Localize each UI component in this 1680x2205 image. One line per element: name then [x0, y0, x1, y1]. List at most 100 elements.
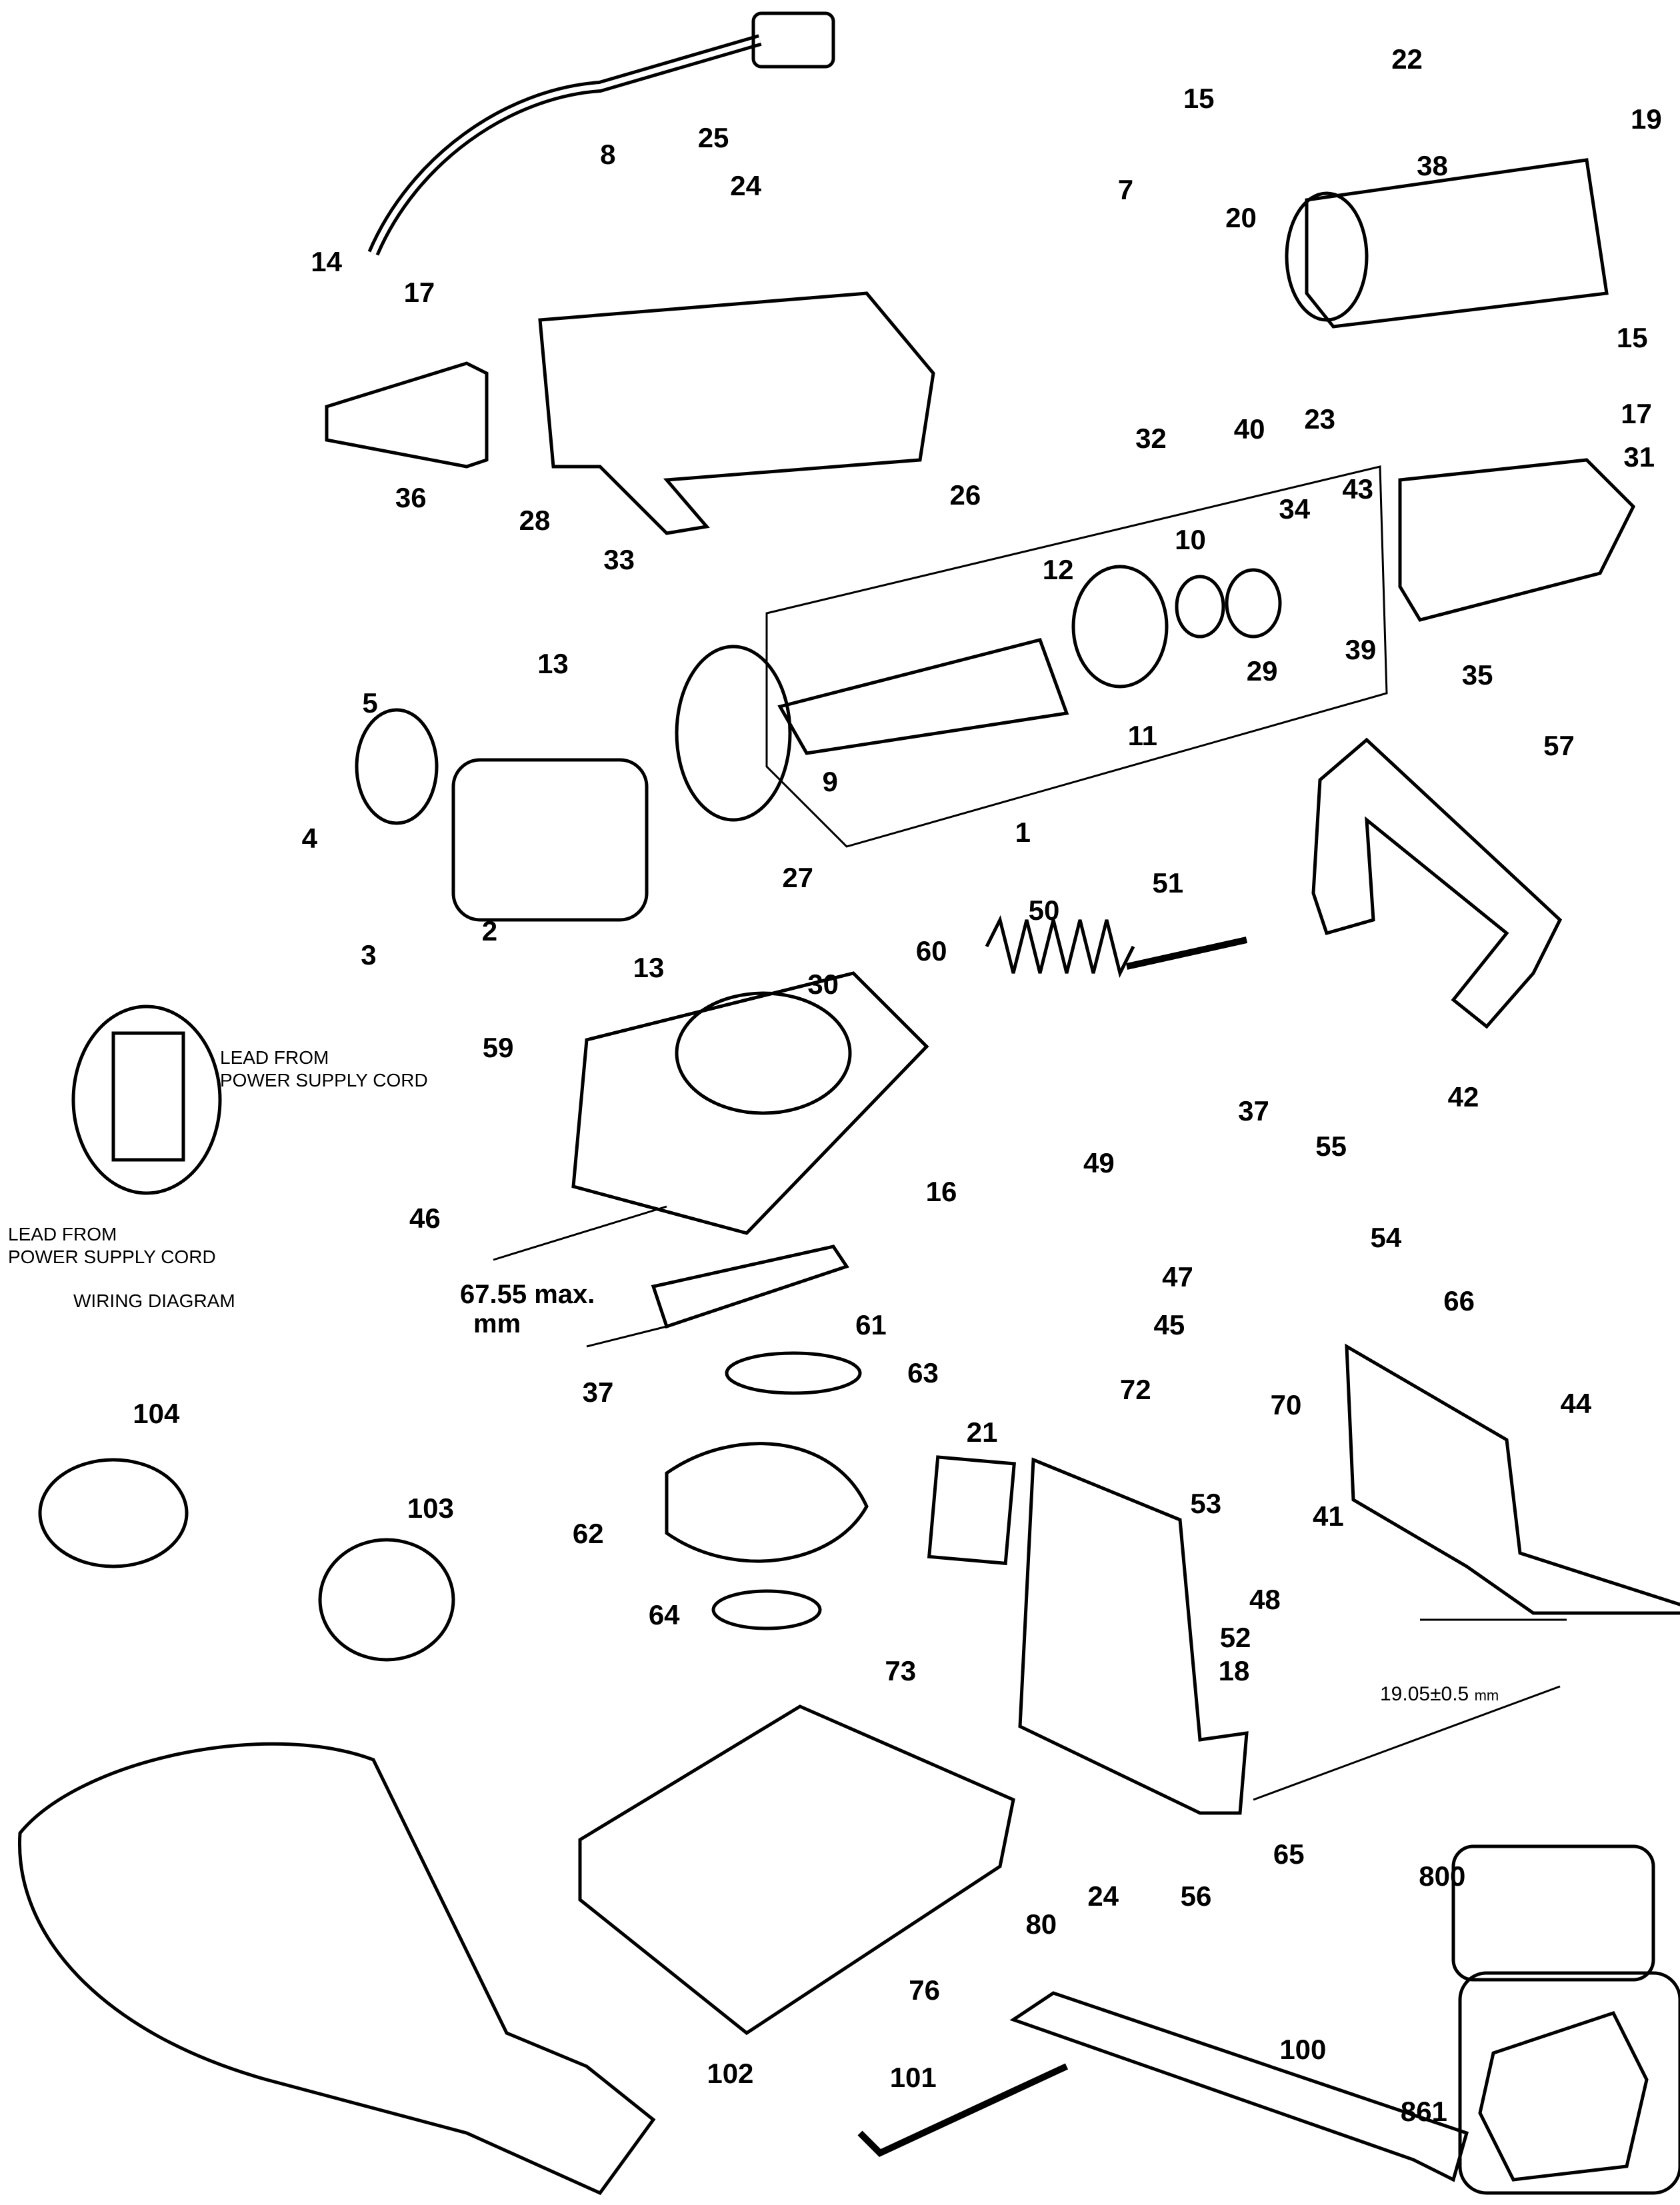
- part-number-32: 32: [1135, 423, 1167, 455]
- part-number-11: 11: [1127, 719, 1157, 751]
- part-number-66: 66: [1443, 1285, 1475, 1317]
- height-dimension: 19.05±0.5 mm: [1380, 1683, 1499, 1706]
- wiring-lead-top-line1: LEAD FROM: [220, 1047, 329, 1068]
- part-number-57: 57: [1543, 729, 1575, 761]
- part-number-55: 55: [1315, 1130, 1347, 1162]
- inset-box-861: [1458, 1971, 1680, 2195]
- part-number-76: 76: [909, 1974, 940, 2006]
- part-number-60: 60: [915, 935, 947, 967]
- wiring-diagram-title: WIRING DIAGRAM: [73, 1290, 235, 1311]
- armature-group-frame: [765, 465, 1388, 848]
- rod-51: [1125, 937, 1248, 970]
- wiring-switch: [111, 1031, 185, 1162]
- gear-30: [675, 991, 852, 1115]
- part-number-17: 17: [1621, 397, 1652, 429]
- part-number-13: 13: [537, 648, 569, 680]
- part-number-49: 49: [1083, 1147, 1115, 1179]
- part-number-26: 26: [949, 479, 981, 511]
- part-number-28: 28: [519, 504, 551, 536]
- wrench: [1009, 1991, 1469, 2182]
- nose-cone: [325, 361, 489, 469]
- gear-case: [1398, 458, 1636, 622]
- depth-dimension: 67.55 max. mm: [460, 1280, 595, 1338]
- spring: [985, 915, 1135, 979]
- part-number-39: 39: [1345, 634, 1377, 666]
- gear-plate: [571, 971, 929, 1235]
- part-number-35: 35: [1461, 659, 1493, 691]
- wiring-lead-label-bottom: LEAD FROM POWER SUPPLY CORD: [8, 1223, 216, 1268]
- power-cord-inner: [371, 37, 761, 255]
- part-number-27: 27: [782, 861, 814, 893]
- adapter-103: [318, 1538, 455, 1662]
- wiring-lead-label-top: LEAD FROM POWER SUPPLY CORD: [220, 1047, 428, 1092]
- handle: [1311, 737, 1563, 1029]
- dim-line-67: [493, 1205, 667, 1261]
- part-number-56: 56: [1180, 1880, 1212, 1912]
- part-number-72: 72: [1119, 1374, 1151, 1406]
- part-number-31: 31: [1623, 441, 1655, 473]
- field-case: [1305, 158, 1609, 329]
- baffle-27: [675, 645, 792, 822]
- part-number-42: 42: [1447, 1081, 1479, 1113]
- part-number-29: 29: [1246, 655, 1278, 687]
- fence: [1018, 1457, 1249, 1815]
- part-number-54: 54: [1370, 1222, 1402, 1254]
- part-number-16: 16: [925, 1175, 957, 1207]
- part-number-52: 52: [1219, 1621, 1251, 1653]
- dim-line-19: [1253, 1685, 1561, 1801]
- dim-line-67b: [586, 1325, 667, 1348]
- part-number-25: 25: [697, 121, 729, 153]
- part-number-21: 21: [966, 1416, 998, 1448]
- part-number-45: 45: [1153, 1309, 1185, 1341]
- dust-bag: [17, 1742, 656, 2196]
- hex-key: [857, 2063, 1069, 2158]
- part-number-37: 37: [1238, 1095, 1269, 1127]
- part-number-47: 47: [1162, 1261, 1193, 1293]
- adapter-104: [38, 1458, 189, 1568]
- part-number-5: 5: [362, 687, 378, 719]
- flange-64: [711, 1589, 822, 1630]
- part-number-59: 59: [482, 1032, 514, 1064]
- part-number-24: 24: [1087, 1880, 1119, 1912]
- blade: [665, 1442, 869, 1563]
- part-number-861: 861: [1400, 2095, 1447, 2127]
- armature: [777, 638, 1069, 755]
- part-number-51: 51: [1152, 867, 1184, 899]
- height-dimension-value: 19.05±0.5: [1380, 1683, 1469, 1705]
- part-number-7: 7: [1117, 173, 1134, 205]
- part-number-4: 4: [301, 822, 317, 854]
- part-number-20: 20: [1225, 202, 1257, 234]
- part-number-800: 800: [1419, 1860, 1466, 1892]
- part-number-53: 53: [1190, 1488, 1222, 1520]
- angle-bracket: [1345, 1343, 1680, 1615]
- part-number-63: 63: [907, 1356, 939, 1388]
- part-number-62: 62: [572, 1517, 604, 1549]
- part-number-10: 10: [1175, 524, 1206, 556]
- part-number-37: 37: [582, 1376, 614, 1408]
- part-number-41: 41: [1313, 1500, 1344, 1532]
- part-number-46: 46: [409, 1202, 441, 1234]
- washer-63: [725, 1351, 862, 1395]
- part-number-8: 8: [600, 139, 616, 171]
- kit-box: [1478, 2010, 1649, 2182]
- part-number-38: 38: [1417, 150, 1448, 182]
- depth-dimension-unit: mm: [473, 1309, 521, 1338]
- label-21: [927, 1455, 1016, 1566]
- part-number-70: 70: [1270, 1389, 1302, 1421]
- part-number-64: 64: [648, 1598, 680, 1630]
- part-number-34: 34: [1279, 493, 1311, 525]
- part-number-1: 1: [1015, 817, 1031, 849]
- part-number-36: 36: [395, 482, 427, 514]
- part-number-14: 14: [311, 245, 342, 277]
- wiring-lead-bottom-line1: LEAD FROM: [8, 1224, 117, 1244]
- part-number-19: 19: [1630, 103, 1662, 135]
- part-number-100: 100: [1279, 2034, 1327, 2066]
- part-number-3: 3: [361, 939, 377, 971]
- base-plate: [578, 1704, 1015, 2036]
- part-number-30: 30: [807, 969, 839, 1001]
- part-number-102: 102: [707, 2057, 754, 2089]
- part-number-17: 17: [403, 276, 435, 308]
- fan-baffle: [1071, 565, 1169, 689]
- part-number-103: 103: [407, 1492, 454, 1524]
